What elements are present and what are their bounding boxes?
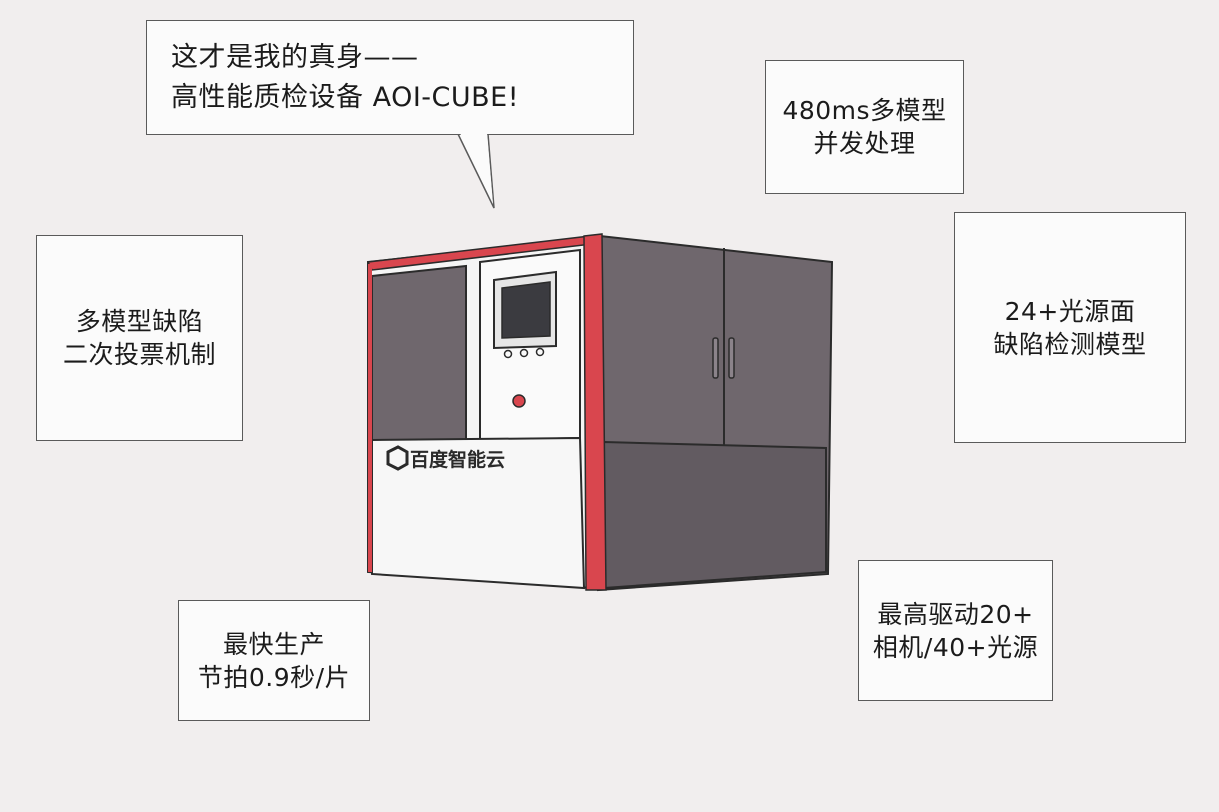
brand-logo: 百度智能云 <box>386 445 505 471</box>
feature-card-light-source: 24+光源面 缺陷检测模型 <box>954 212 1186 443</box>
machine-indicator-light-3 <box>535 347 545 357</box>
feature-text-line-2: 二次投票机制 <box>62 340 216 369</box>
feature-card-voting: 多模型缺陷 二次投票机制 <box>36 235 243 441</box>
machine-indicator-light-1 <box>503 349 513 359</box>
bubble-line-1: 这才是我的真身—— <box>171 41 419 73</box>
feature-text-line-2: 节拍0.9秒/片 <box>197 662 351 692</box>
feature-text-line-2: 相机/40+光源 <box>872 632 1039 662</box>
feature-card-production-beat: 最快生产 节拍0.9秒/片 <box>178 600 370 721</box>
door-handle-left <box>712 337 719 379</box>
feature-text-line-1: 最高驱动20+ <box>877 599 1034 629</box>
machine-screen <box>501 281 551 339</box>
feature-card-drive-capacity: 最高驱动20+ 相机/40+光源 <box>858 560 1053 701</box>
feature-text-line-1: 最快生产 <box>222 629 325 659</box>
feature-text-line-1: 多模型缺陷 <box>75 307 204 336</box>
brand-name: 百度智能云 <box>410 448 505 471</box>
machine-emergency-button <box>512 394 526 408</box>
door-handle-right <box>728 337 735 379</box>
cube-logo-icon <box>386 445 409 471</box>
feature-text-line-1: 24+光源面 <box>1004 296 1136 326</box>
feature-text-line-1: 480ms多模型 <box>782 96 947 125</box>
speech-bubble: 这才是我的真身—— 高性能质检设备 AOI-CUBE! <box>146 20 634 135</box>
feature-text-line-2: 缺陷检测模型 <box>993 329 1147 359</box>
feature-card-model-speed: 480ms多模型 并发处理 <box>765 60 964 194</box>
bubble-line-2: 高性能质检设备 AOI-CUBE! <box>171 81 520 113</box>
feature-text-line-2: 并发处理 <box>813 129 916 158</box>
machine-red-corner-frame <box>583 233 607 591</box>
machine-indicator-light-2 <box>519 348 529 358</box>
